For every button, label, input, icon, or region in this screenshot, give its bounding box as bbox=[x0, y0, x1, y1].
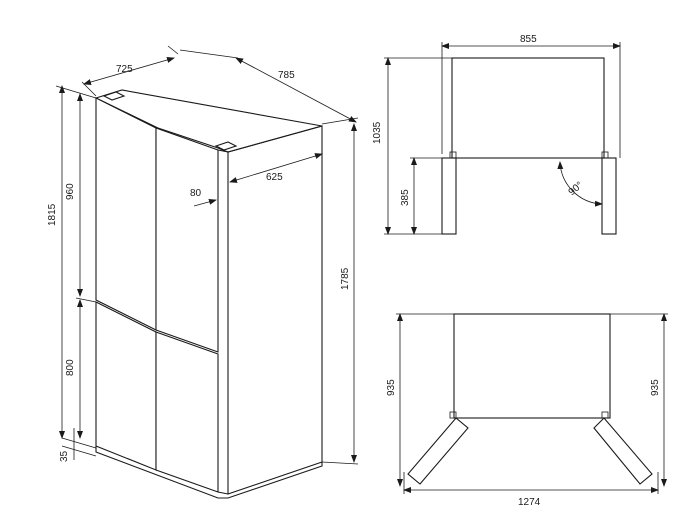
top-right-hinge bbox=[214, 141, 238, 151]
label-785: 785 bbox=[278, 70, 295, 81]
ext-line-1815-top bbox=[55, 85, 97, 99]
label-1785: 1785 bbox=[340, 267, 351, 290]
left-hinge-90 bbox=[449, 151, 457, 159]
perspective-dimensions: 725 785 1815 960 800 35 80 625 1785 bbox=[47, 45, 359, 465]
ext-line-35-b bbox=[61, 445, 97, 457]
ext-line-725-b bbox=[167, 45, 179, 55]
ext-line-35-a bbox=[61, 437, 97, 449]
body-top-view-90 bbox=[451, 57, 605, 159]
ext-line-800 bbox=[75, 297, 97, 303]
door-thickness-edge bbox=[217, 149, 229, 495]
right-hinge-90 bbox=[601, 151, 609, 159]
label-935-right: 935 bbox=[650, 379, 661, 396]
label-725: 725 bbox=[116, 64, 133, 75]
left-lower-door bbox=[95, 301, 157, 471]
label-960: 960 bbox=[65, 183, 76, 200]
right-door-90 bbox=[601, 157, 617, 235]
label-1274: 1274 bbox=[518, 497, 541, 508]
right-hinge-open bbox=[601, 411, 609, 419]
body-top-view-open bbox=[453, 313, 611, 419]
label-1815: 1815 bbox=[47, 203, 58, 226]
ext-line-785-a bbox=[179, 49, 239, 59]
label-90-degrees: 90° bbox=[567, 180, 586, 198]
dim-line-80 bbox=[193, 198, 217, 207]
ext-line-785-b bbox=[321, 117, 359, 125]
label-80: 80 bbox=[190, 188, 202, 199]
label-935-left: 935 bbox=[386, 379, 397, 396]
label-385: 385 bbox=[400, 189, 411, 206]
left-door-90 bbox=[441, 157, 457, 235]
dim-line-625 bbox=[229, 153, 323, 183]
angle-arc-90 bbox=[557, 161, 603, 207]
ext-line-725-a bbox=[81, 81, 97, 97]
left-door-open bbox=[407, 417, 469, 485]
fridge-perspective-view bbox=[94, 89, 323, 499]
top-view-doors-90: 855 1035 385 90° bbox=[372, 34, 621, 235]
top-view-doors-open: 1274 935 935 bbox=[386, 313, 668, 508]
right-lower-door bbox=[155, 331, 219, 493]
right-door-open bbox=[593, 417, 653, 485]
label-1035: 1035 bbox=[372, 121, 383, 144]
label-625: 625 bbox=[266, 172, 283, 183]
fridge-plinth bbox=[95, 446, 323, 499]
top-left-hinge bbox=[102, 91, 126, 101]
label-35: 35 bbox=[59, 450, 70, 462]
dim-line-725 bbox=[83, 57, 175, 85]
fridge-side-face bbox=[227, 125, 323, 495]
label-855: 855 bbox=[520, 34, 537, 45]
left-hinge-open bbox=[449, 411, 457, 419]
label-800: 800 bbox=[65, 359, 76, 376]
dim-line-785 bbox=[235, 57, 357, 123]
right-upper-door bbox=[155, 127, 219, 353]
left-upper-door bbox=[95, 97, 157, 331]
ext-line-1785 bbox=[321, 461, 359, 465]
